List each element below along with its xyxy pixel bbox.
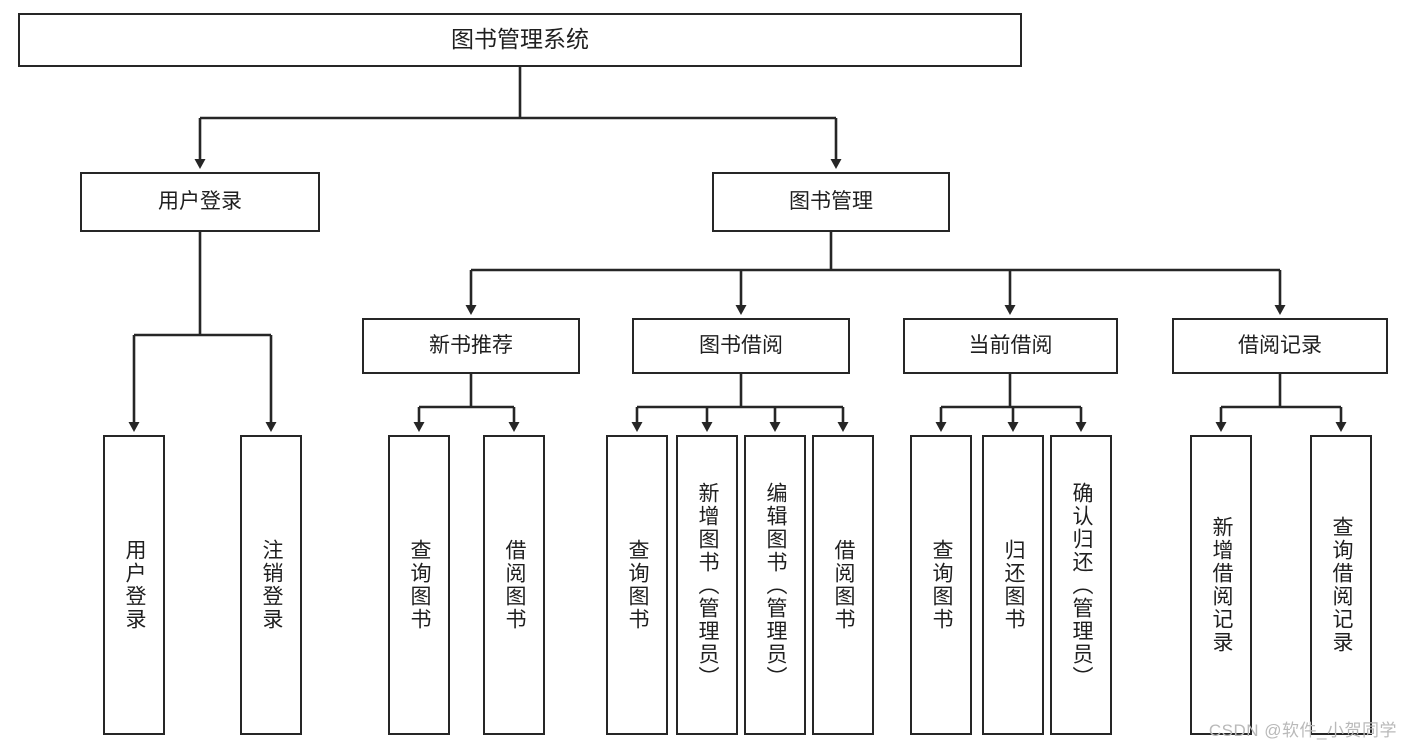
node-borrow-record[interactable]: 借阅记录	[1172, 318, 1388, 374]
node-current-borrow-label: 当前借阅	[968, 333, 1053, 357]
leaf-node-label: 查询图书	[626, 539, 650, 631]
leaf-node[interactable]: 查询图书	[606, 435, 668, 735]
leaf-node-label: 确认归还（管理员）	[1070, 481, 1094, 689]
leaf-node[interactable]: 查询图书	[388, 435, 450, 735]
leaf-node[interactable]: 注销登录	[240, 435, 302, 735]
leaf-node-label: 查询图书	[408, 539, 432, 631]
node-root[interactable]: 图书管理系统	[18, 13, 1022, 67]
leaf-node-label: 归还图书	[1002, 539, 1026, 631]
leaf-node-label: 注销登录	[260, 539, 284, 631]
leaf-node-label: 新增借阅记录	[1210, 516, 1234, 654]
leaf-node-label: 用户登录	[123, 539, 147, 631]
node-user-login-label: 用户登录	[158, 189, 242, 213]
leaf-node-label: 借阅图书	[503, 539, 527, 631]
node-current-borrow[interactable]: 当前借阅	[903, 318, 1118, 374]
leaf-node[interactable]: 借阅图书	[812, 435, 874, 735]
node-new-book-recommend-label: 新书推荐	[429, 333, 513, 357]
node-book-borrow[interactable]: 图书借阅	[632, 318, 850, 374]
leaf-node[interactable]: 归还图书	[982, 435, 1044, 735]
leaf-node[interactable]: 查询图书	[910, 435, 972, 735]
node-book-management-label: 图书管理	[789, 189, 873, 213]
leaf-node[interactable]: 用户登录	[103, 435, 165, 735]
node-book-borrow-label: 图书借阅	[699, 333, 783, 357]
node-user-login[interactable]: 用户登录	[80, 172, 320, 232]
leaf-node[interactable]: 借阅图书	[483, 435, 545, 735]
leaf-node[interactable]: 编辑图书（管理员）	[744, 435, 806, 735]
node-new-book-recommend[interactable]: 新书推荐	[362, 318, 580, 374]
leaf-node-label: 编辑图书（管理员）	[764, 481, 788, 689]
leaf-node-label: 查询图书	[930, 539, 954, 631]
node-borrow-record-label: 借阅记录	[1238, 333, 1322, 357]
leaf-node[interactable]: 新增借阅记录	[1190, 435, 1252, 735]
leaf-node-label: 查询借阅记录	[1330, 516, 1354, 654]
leaf-node[interactable]: 新增图书（管理员）	[676, 435, 738, 735]
leaf-node-label: 新增图书（管理员）	[696, 481, 720, 689]
leaf-node[interactable]: 查询借阅记录	[1310, 435, 1372, 735]
node-book-management[interactable]: 图书管理	[712, 172, 950, 232]
watermark: CSDN @软件_小贺同学	[1208, 721, 1397, 740]
node-root-label: 图书管理系统	[451, 26, 589, 53]
leaf-node[interactable]: 确认归还（管理员）	[1050, 435, 1112, 735]
leaf-node-label: 借阅图书	[832, 539, 856, 631]
